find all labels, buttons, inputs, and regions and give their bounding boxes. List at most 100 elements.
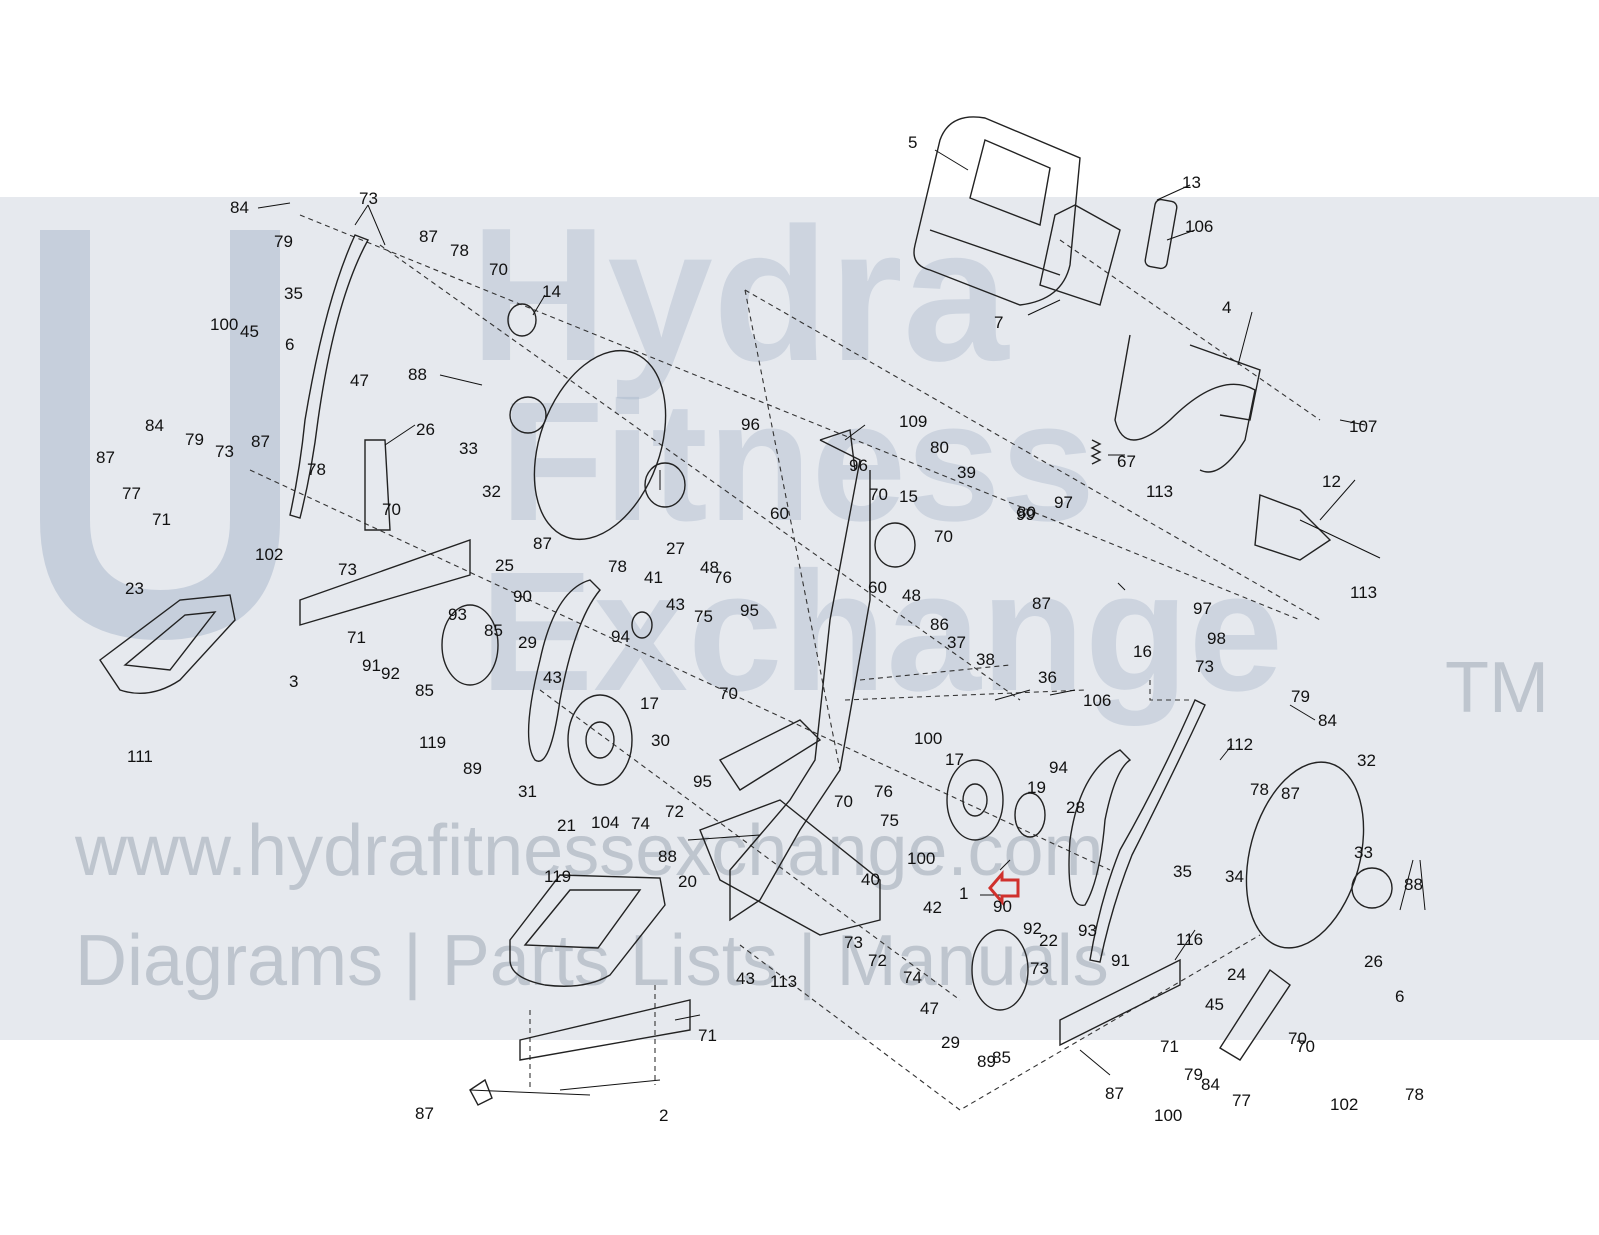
part-callout-86: 86 (930, 615, 949, 634)
part-callout-88: 88 (1404, 875, 1423, 894)
watermark-tagline: Diagrams | Parts Lists | Manuals (75, 921, 1109, 1001)
hub-14 (507, 303, 537, 337)
part-callout-113: 113 (1350, 583, 1377, 602)
part-callout-27: 27 (666, 539, 685, 558)
part-callout-21: 21 (557, 816, 576, 835)
part-callout-87: 87 (251, 432, 270, 451)
part-callout-73: 73 (338, 560, 357, 579)
part-callout-43: 43 (736, 969, 755, 988)
watermark-logo (40, 230, 280, 640)
part-callout-85: 85 (415, 681, 434, 700)
part-callout-26: 26 (416, 420, 435, 439)
watermark-url: www.hydrafitnessexchange.com (74, 811, 1104, 891)
part-callout-72: 72 (868, 951, 887, 970)
part-callout-100: 100 (210, 315, 238, 334)
part-callout-37: 37 (947, 633, 966, 652)
part-callout-23: 23 (125, 579, 144, 598)
part-callout-112: 112 (1226, 735, 1253, 754)
part-callout-91: 91 (1111, 951, 1130, 970)
part-callout-40: 40 (861, 870, 880, 889)
handlebar-upright (1114, 334, 1332, 561)
part-callout-73: 73 (1195, 657, 1214, 676)
part-callout-71: 71 (698, 1026, 717, 1045)
spring-67 (1090, 439, 1102, 465)
part-callout-41: 41 (644, 568, 663, 587)
part-callout-93: 93 (1078, 921, 1097, 940)
part-callout-111: 111 (127, 747, 153, 766)
belt-28 (1068, 749, 1132, 906)
part-callout-70: 70 (382, 500, 401, 519)
part-callout-32: 32 (1357, 751, 1376, 770)
part-callout-45: 45 (240, 322, 259, 341)
part-callout-107: 107 (1349, 417, 1377, 436)
part-callout-85: 85 (992, 1048, 1011, 1067)
part-callout-28: 28 (1066, 798, 1085, 817)
part-callout-35: 35 (1173, 862, 1192, 881)
part-callout-76: 76 (713, 568, 732, 587)
part-callout-43: 43 (666, 595, 685, 614)
part-callout-78: 78 (450, 241, 469, 260)
part-callout-29: 29 (941, 1033, 960, 1052)
part-callout-87: 87 (419, 227, 438, 246)
part-callout-109: 109 (899, 412, 927, 431)
part-callout-77: 77 (122, 484, 141, 503)
part-callout-36: 36 (1038, 668, 1057, 687)
hub-15 (874, 522, 916, 568)
part-callout-48: 48 (902, 586, 921, 605)
part-callout-47: 47 (920, 999, 939, 1018)
part-callout-2: 2 (659, 1106, 668, 1125)
part-callout-92: 92 (381, 664, 400, 683)
part-callout-14: 14 (542, 282, 561, 301)
part-callout-97: 97 (1193, 599, 1212, 618)
watermark-brand-line3: Exchange (480, 537, 1283, 727)
part-callout-70: 70 (869, 485, 888, 504)
disc-119-right (971, 929, 1029, 1011)
part-callout-96: 96 (741, 415, 760, 434)
part-callout-90: 90 (513, 587, 532, 606)
part-callout-70: 70 (834, 792, 853, 811)
part-callout-99: 99 (1016, 505, 1035, 524)
sprocket-41 (631, 611, 653, 639)
part-callout-45: 45 (1205, 995, 1224, 1014)
part-callout-85: 85 (484, 621, 503, 640)
drive-pulley (567, 694, 633, 786)
part-callout-6: 6 (285, 335, 294, 354)
part-callout-4: 4 (1222, 298, 1231, 317)
part-callout-29: 29 (518, 633, 537, 652)
part-callout-87: 87 (533, 534, 552, 553)
disc-119-left (441, 604, 499, 686)
callout-layer: 5131067410767113121138479738778701435100… (96, 133, 1424, 1125)
part-callout-98: 98 (1207, 629, 1226, 648)
part-callout-15: 15 (899, 487, 918, 506)
part-callout-87: 87 (1032, 594, 1051, 613)
part-callout-48: 48 (700, 558, 719, 577)
part-callout-73: 73 (359, 189, 378, 208)
part-callout-79: 79 (274, 232, 293, 251)
flywheel-pulley-20 (946, 759, 1004, 841)
part-callout-87: 87 (1105, 1084, 1124, 1103)
part-callout-60: 60 (868, 578, 887, 597)
part-callout-34: 34 (1225, 867, 1244, 886)
part-callout-100: 100 (1154, 1106, 1182, 1125)
part-callout-90: 90 (993, 897, 1012, 916)
leader-lines (257, 149, 1426, 1096)
highlight-arrow-icon (988, 869, 1020, 907)
part-callout-78: 78 (307, 460, 326, 479)
watermark-trademark: TM (1445, 648, 1549, 728)
watermark-brand-line2: Fitness (500, 367, 1095, 557)
left-arms (289, 234, 391, 531)
part-callout-79: 79 (185, 430, 204, 449)
right-arms (1059, 699, 1291, 1061)
part-callout-102: 102 (1330, 1095, 1358, 1114)
right-hub-33 (1351, 867, 1393, 909)
part-callout-84: 84 (1318, 711, 1337, 730)
part-callout-70: 70 (1296, 1037, 1315, 1056)
part-callout-33: 33 (1354, 843, 1373, 862)
part-callout-20: 20 (678, 872, 697, 891)
main-frame (699, 429, 881, 936)
part-callout-26: 26 (1364, 952, 1383, 971)
part-callout-78: 78 (1405, 1085, 1424, 1104)
part-callout-16: 16 (1133, 642, 1152, 661)
part-callout-84: 84 (145, 416, 164, 435)
